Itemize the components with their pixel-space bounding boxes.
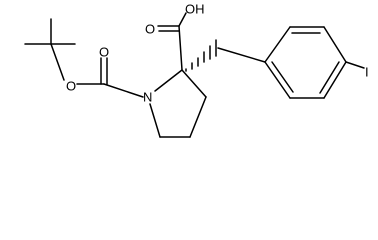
bond-boc-carbonyl-to-n	[103, 83, 144, 98]
bond-alpha-carbon-to-acid-carbon	[178, 25, 183, 71]
atom-label-iodine: I	[365, 65, 369, 80]
bond-aryl-c6-c1	[264, 61, 291, 99]
atom-label-carboxyl-oh: OH	[185, 2, 205, 17]
atom-label-ring-n: N	[143, 90, 152, 105]
bond-ring-c3-to-c4	[189, 96, 207, 138]
bond-aryl-c1-c2	[264, 26, 291, 63]
bond-n-to-alpha-carbon	[154, 69, 183, 92]
bond-ring-c5-to-n	[149, 103, 161, 138]
bond-ch2-to-aryl	[217, 47, 266, 63]
molecule-structure-diagram: OH O O O N I	[24, 2, 369, 138]
stereo-hashed-wedge	[185, 39, 217, 72]
bond-acid-carbon-to-oh	[178, 12, 187, 27]
atom-label-boc-carbonyl-o: O	[99, 45, 109, 60]
bond-tbu-to-ester-o	[50, 43, 65, 81]
bond-alpha-carbon-to-ring-c3	[181, 69, 207, 98]
bond-aryl-c4-c5	[323, 61, 347, 99]
bond-aryl-to-iodine	[345, 61, 365, 69]
atom-label-ester-o: O	[66, 79, 76, 94]
bond-aryl-c3-c4	[323, 26, 347, 63]
atom-label-acid-carbonyl-o: O	[145, 22, 155, 37]
bond-aryl-inner-double-3	[271, 61, 294, 93]
bond-aryl-inner-double-2	[319, 61, 340, 94]
